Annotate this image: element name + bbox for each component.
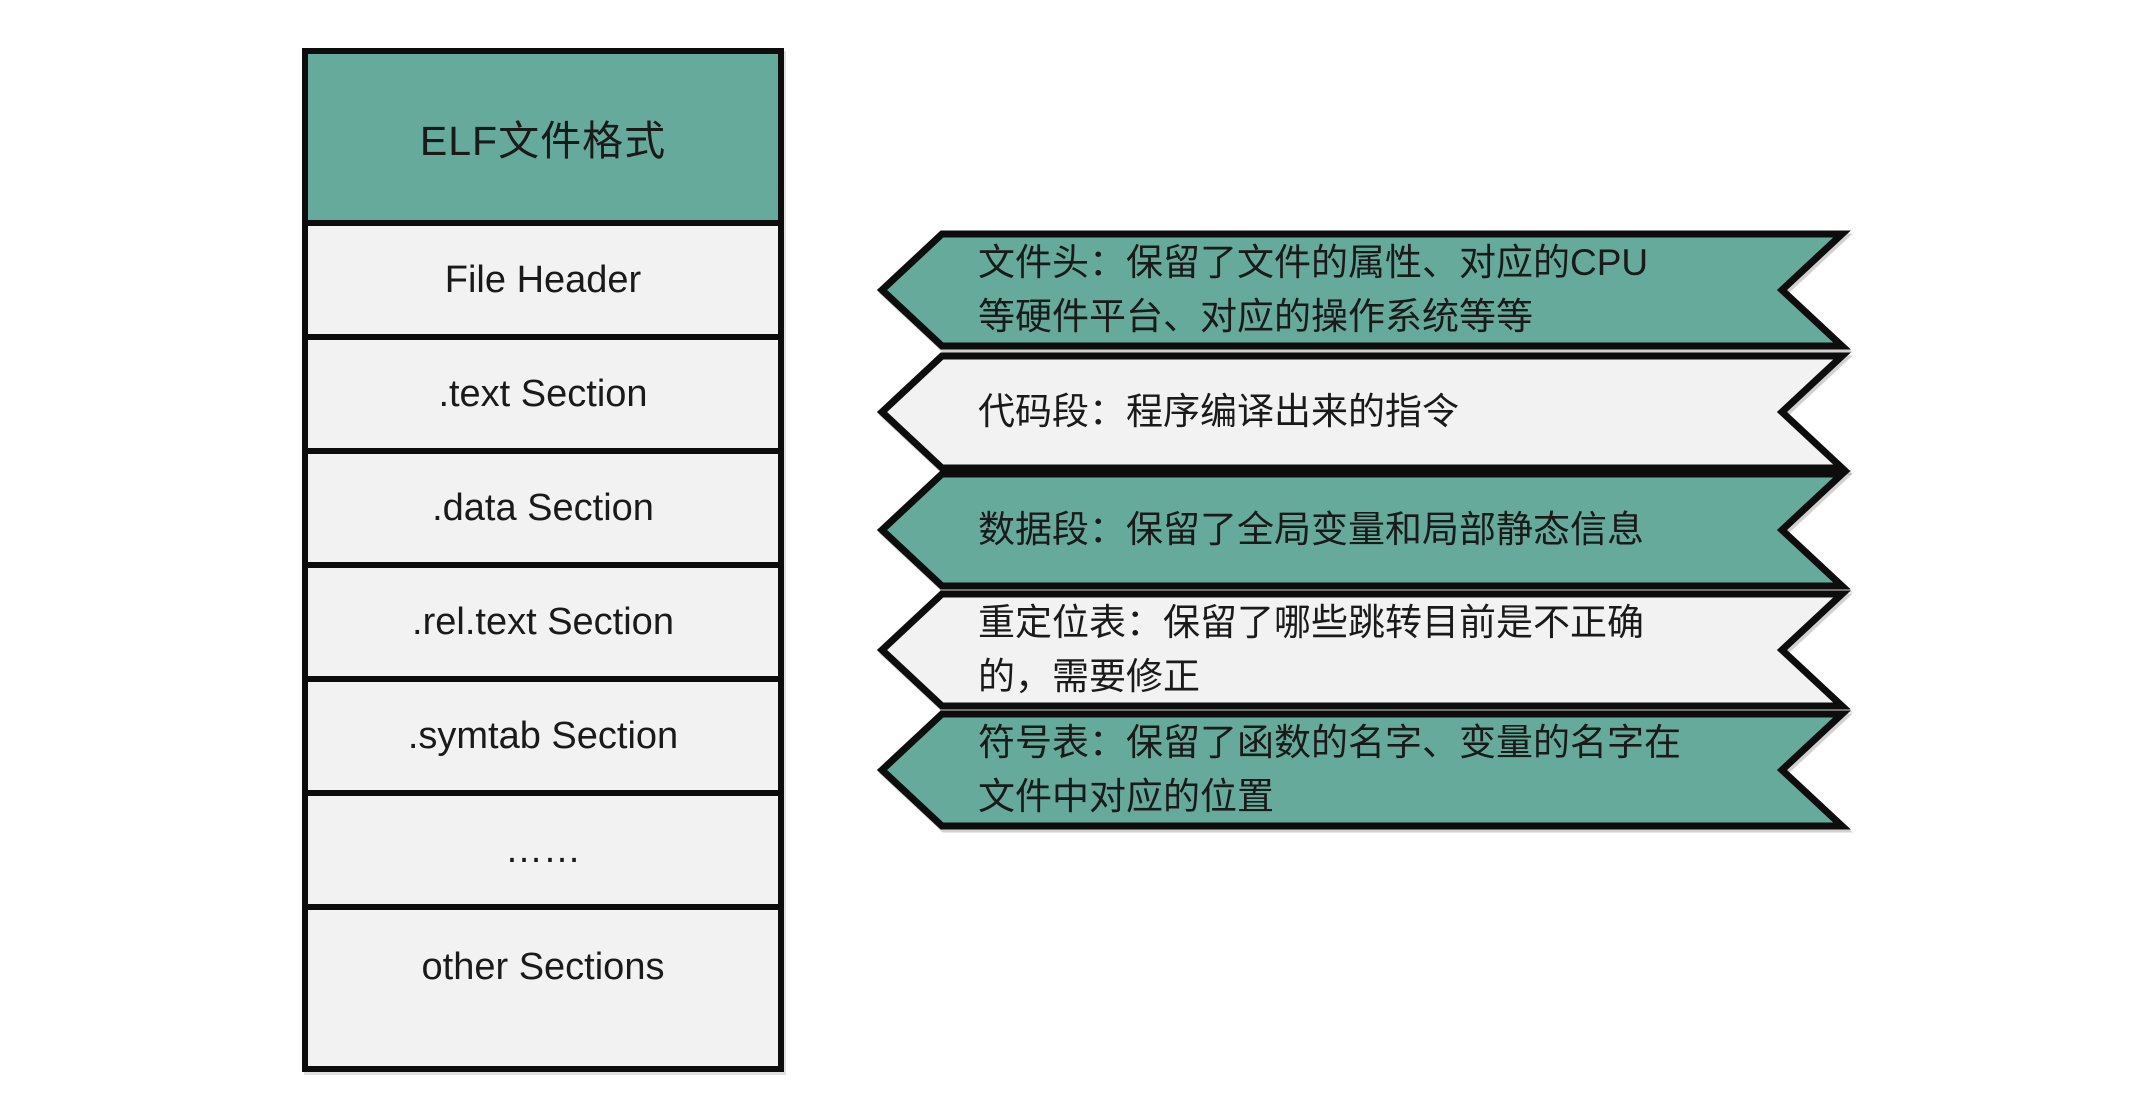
ribbon-shape xyxy=(876,230,1851,350)
row-symtab-section: .symtab Section xyxy=(308,682,778,796)
table-title: ELF文件格式 xyxy=(419,118,667,164)
banner-text: 数据段：保留了全局变量和局部静态信息 xyxy=(978,509,1644,550)
banner-rel-text-section: 重定位表：保留了哪些跳转目前是不正确 的，需要修正 xyxy=(876,590,1851,710)
row-label: File Header xyxy=(444,258,642,301)
row-label: other Sections xyxy=(421,945,665,988)
banner-text: 重定位表：保留了哪些跳转目前是不正确 的，需要修正 xyxy=(978,602,1644,697)
row-label: .data Section xyxy=(432,486,654,529)
row-other-sections: other Sections xyxy=(308,910,778,1024)
row-rel-text-section: .rel.text Section xyxy=(308,568,778,682)
elf-structure-table: ELF文件格式 File Header .text Section .data … xyxy=(302,48,784,1072)
row-label: …… xyxy=(505,828,581,871)
banner-text: 符号表：保留了函数的名字、变量的名字在 文件中对应的位置 xyxy=(978,722,1681,817)
row-label: .text Section xyxy=(438,372,648,415)
row-data-section: .data Section xyxy=(308,454,778,568)
row-ellipsis: …… xyxy=(308,796,778,910)
banner-data-section: 数据段：保留了全局变量和局部静态信息 xyxy=(876,470,1851,590)
ribbon-shape xyxy=(876,710,1851,830)
ribbon-shape xyxy=(876,590,1851,710)
row-label: .rel.text Section xyxy=(412,600,674,643)
ribbon-shape xyxy=(876,352,1851,472)
ribbon-shape xyxy=(876,470,1851,590)
banner-text: 文件头：保留了文件的属性、对应的CPU 等硬件平台、对应的操作系统等等 xyxy=(978,242,1649,337)
banner-symtab-section: 符号表：保留了函数的名字、变量的名字在 文件中对应的位置 xyxy=(876,710,1851,830)
row-file-header: File Header xyxy=(308,226,778,340)
banner-text-section: 代码段：程序编译出来的指令 xyxy=(876,352,1851,472)
row-text-section: .text Section xyxy=(308,340,778,454)
banner-text: 代码段：程序编译出来的指令 xyxy=(978,391,1459,432)
table-header: ELF文件格式 xyxy=(308,54,778,226)
banner-file-header: 文件头：保留了文件的属性、对应的CPU 等硬件平台、对应的操作系统等等 xyxy=(876,230,1851,350)
row-label: .symtab Section xyxy=(407,714,679,757)
